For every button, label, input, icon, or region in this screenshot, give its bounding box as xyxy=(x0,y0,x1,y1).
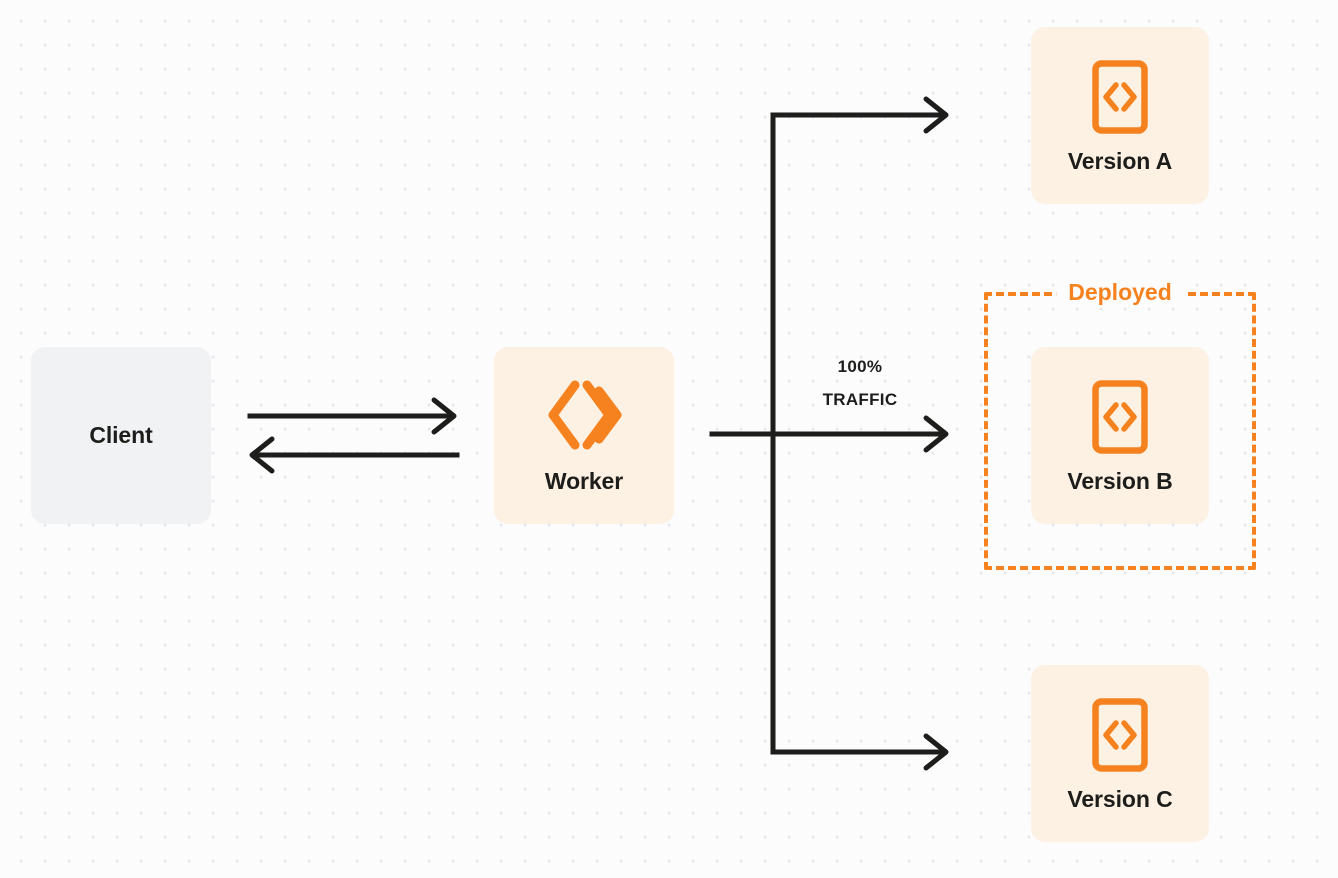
node-client-label: Client xyxy=(89,422,153,448)
node-version-a-label: Version A xyxy=(1067,147,1173,174)
deployed-group-label: Deployed xyxy=(1056,279,1184,307)
node-version-c-label: Version C xyxy=(1067,785,1173,812)
node-version-b[interactable]: Version B xyxy=(1031,347,1209,524)
node-worker-label: Worker xyxy=(544,467,624,494)
node-version-a[interactable]: Version A xyxy=(1031,27,1209,204)
arrow-trunk-to-version-a xyxy=(770,96,949,134)
traffic-percent: 100% xyxy=(837,357,883,376)
node-version-b-label: Version B xyxy=(1067,467,1173,494)
arrow-worker-to-client xyxy=(249,436,460,474)
deployed-group-box: Deployed xyxy=(984,279,1256,570)
node-client[interactable]: Client xyxy=(31,347,211,524)
arrow-trunk-to-version-b xyxy=(770,415,949,453)
traffic-word: TRAFFIC xyxy=(822,390,898,410)
code-file-icon xyxy=(1091,697,1149,778)
node-version-c[interactable]: Version C xyxy=(1031,665,1209,842)
code-file-icon xyxy=(1091,379,1149,460)
cloudflare-workers-logo-icon xyxy=(545,379,623,456)
arrow-client-to-worker xyxy=(247,397,457,435)
node-worker[interactable]: Worker xyxy=(494,347,674,524)
code-file-icon xyxy=(1091,59,1149,140)
traffic-label: 100% TRAFFIC xyxy=(790,350,930,416)
arrow-trunk-to-version-c xyxy=(770,733,949,771)
